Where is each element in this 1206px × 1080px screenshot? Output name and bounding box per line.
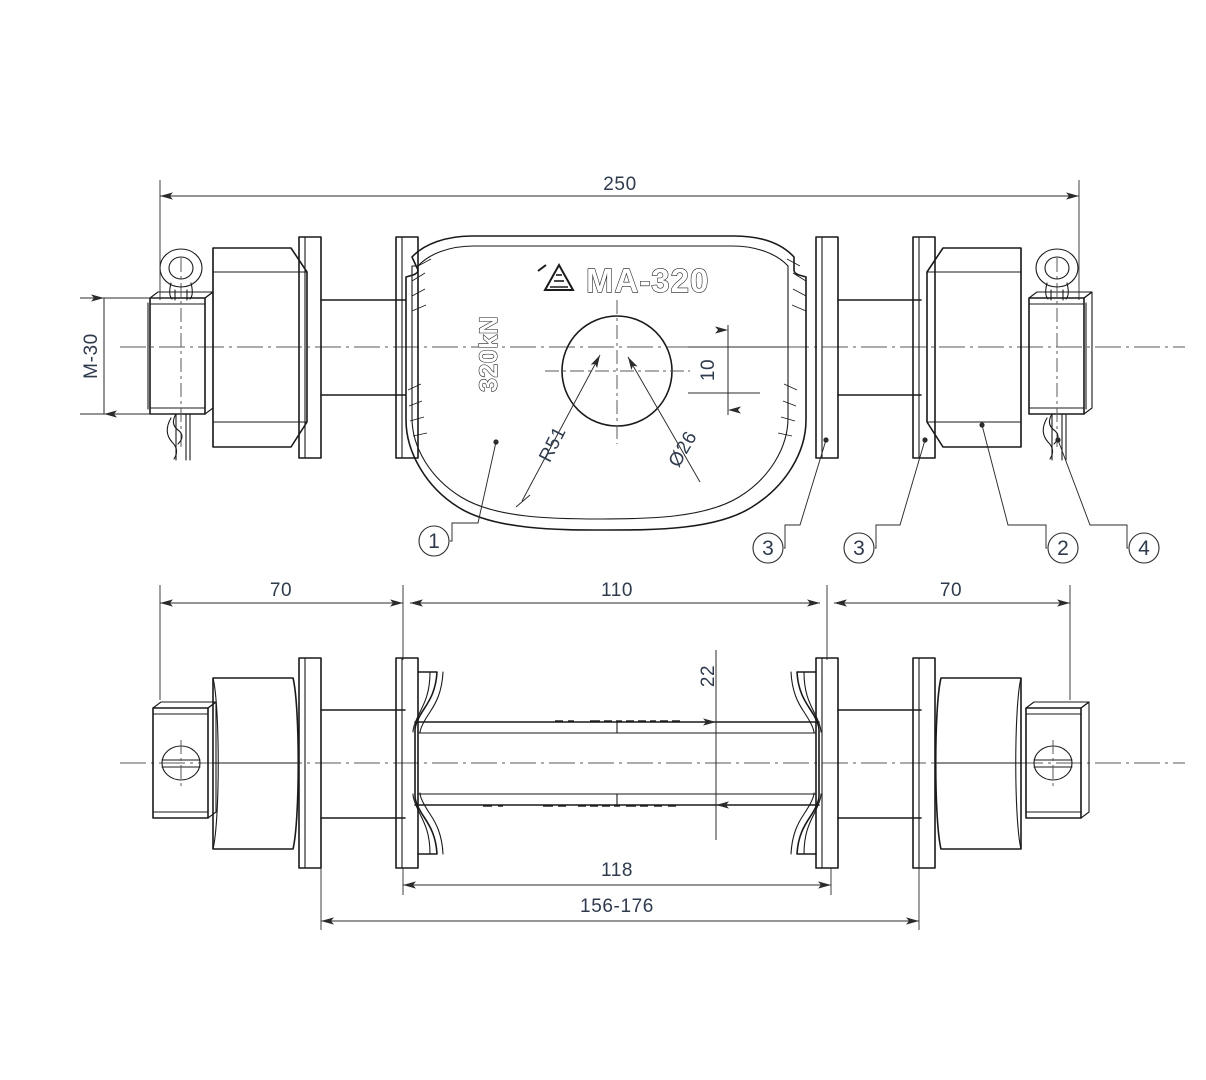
- dim-bore-offset-10: 10: [688, 325, 786, 415]
- dim-thread-m30: M-30: [80, 294, 170, 418]
- left-bolt-end-assembly: [147, 248, 214, 461]
- left-washer-plate: [298, 236, 322, 459]
- balloon-2-group[interactable]: 2: [979, 422, 1079, 564]
- bottom-right-shank: [837, 709, 922, 819]
- dim-web-thickness-22: 22: [698, 650, 729, 840]
- bottom-body-web: [412, 671, 822, 855]
- balloon-3-left-circle[interactable]: [752, 532, 784, 564]
- balloon-4-group[interactable]: 4: [1055, 437, 1160, 564]
- right-bolt-end-assembly: [1028, 248, 1093, 461]
- right-shank: [837, 299, 922, 396]
- dim-center-segment-text: 110: [601, 580, 633, 601]
- bottom-left-shank: [320, 709, 406, 819]
- left-shank: [320, 299, 406, 396]
- model-label-fill: MA-320: [586, 262, 709, 299]
- dim-bore-dia-26: Ø26: [627, 356, 702, 483]
- right-inner-plate: [815, 236, 839, 459]
- dim-bore-diameter-text: Ø26: [665, 428, 702, 471]
- dim-inner-length-118: 118: [402, 860, 832, 895]
- dim-web-thickness-text: 22: [698, 665, 719, 687]
- balloon-1-circle[interactable]: [418, 525, 450, 557]
- balloon-3-left-label: 3: [762, 537, 774, 560]
- balloon-2-circle[interactable]: [1047, 532, 1079, 564]
- forging-flash-right-bottom: [777, 383, 798, 437]
- dim-inner-length-text: 118: [601, 860, 633, 881]
- balloon-4-circle[interactable]: [1128, 532, 1160, 564]
- dim-overall-250: 250: [159, 174, 1080, 300]
- capacity-label-fill: 320kN: [475, 316, 503, 392]
- forging-flash-left-bottom: [407, 383, 428, 437]
- bottom-left-inner-plate: [395, 657, 419, 869]
- model-label-outline: MA-320: [586, 262, 709, 299]
- balloon-1-label: 1: [428, 530, 440, 553]
- bottom-view-group: 70 110 70 22 118 156-176: [120, 580, 1185, 930]
- bottom-right-hex-nut: [934, 677, 1022, 850]
- dim-overall-length-text: 250: [603, 174, 637, 195]
- balloon-1-group[interactable]: 1: [418, 439, 499, 557]
- forging-flash-right-top: [786, 258, 807, 312]
- right-washer-plate: [912, 236, 936, 459]
- dim-left-segment-text: 70: [270, 580, 292, 601]
- split-pin-right: [1035, 248, 1079, 461]
- bottom-left-hex-nut: [212, 677, 300, 850]
- dim-adjust-range: 156-176: [320, 868, 920, 930]
- balloon-3-right-label: 3: [853, 537, 865, 560]
- left-hex-nut: [212, 247, 308, 448]
- dim-bore-offset-text: 10: [698, 359, 719, 381]
- balloon-4-label: 4: [1138, 537, 1150, 560]
- dim-right-segment-text: 70: [940, 580, 962, 601]
- forging-flash-left-top: [405, 258, 432, 318]
- balloon-3-left-group[interactable]: 3: [752, 437, 829, 564]
- balloon-2-label: 2: [1057, 537, 1069, 560]
- dim-corner-radius-text: R51: [535, 423, 570, 465]
- left-inner-plate: [395, 236, 419, 459]
- bottom-left-pin-end: [152, 701, 217, 819]
- triangle-a-logo: [537, 262, 575, 291]
- capacity-label-outline: 320kN: [475, 316, 503, 392]
- balloon-3-right-group[interactable]: 3: [843, 437, 928, 564]
- product-stamp: MA-320 MA-320: [537, 261, 709, 300]
- dim-chain-segments: 70 110 70: [159, 580, 1071, 700]
- capacity-stamp: 320kN 320kN: [474, 315, 503, 392]
- right-hex-nut: [926, 247, 1022, 448]
- balloon-3-right-circle[interactable]: [843, 532, 875, 564]
- dim-thread-size-text: M-30: [81, 333, 102, 379]
- bottom-right-pin-end: [1025, 701, 1090, 819]
- bottom-left-washer-plate: [298, 657, 322, 869]
- top-view-group: MA-320 MA-320 320kN 320kN: [80, 174, 1185, 564]
- dim-radius-r51: R51: [515, 354, 601, 508]
- split-pin-left: [159, 248, 203, 461]
- dim-adjust-range-text: 156-176: [580, 896, 654, 917]
- main-body-link: [405, 235, 807, 531]
